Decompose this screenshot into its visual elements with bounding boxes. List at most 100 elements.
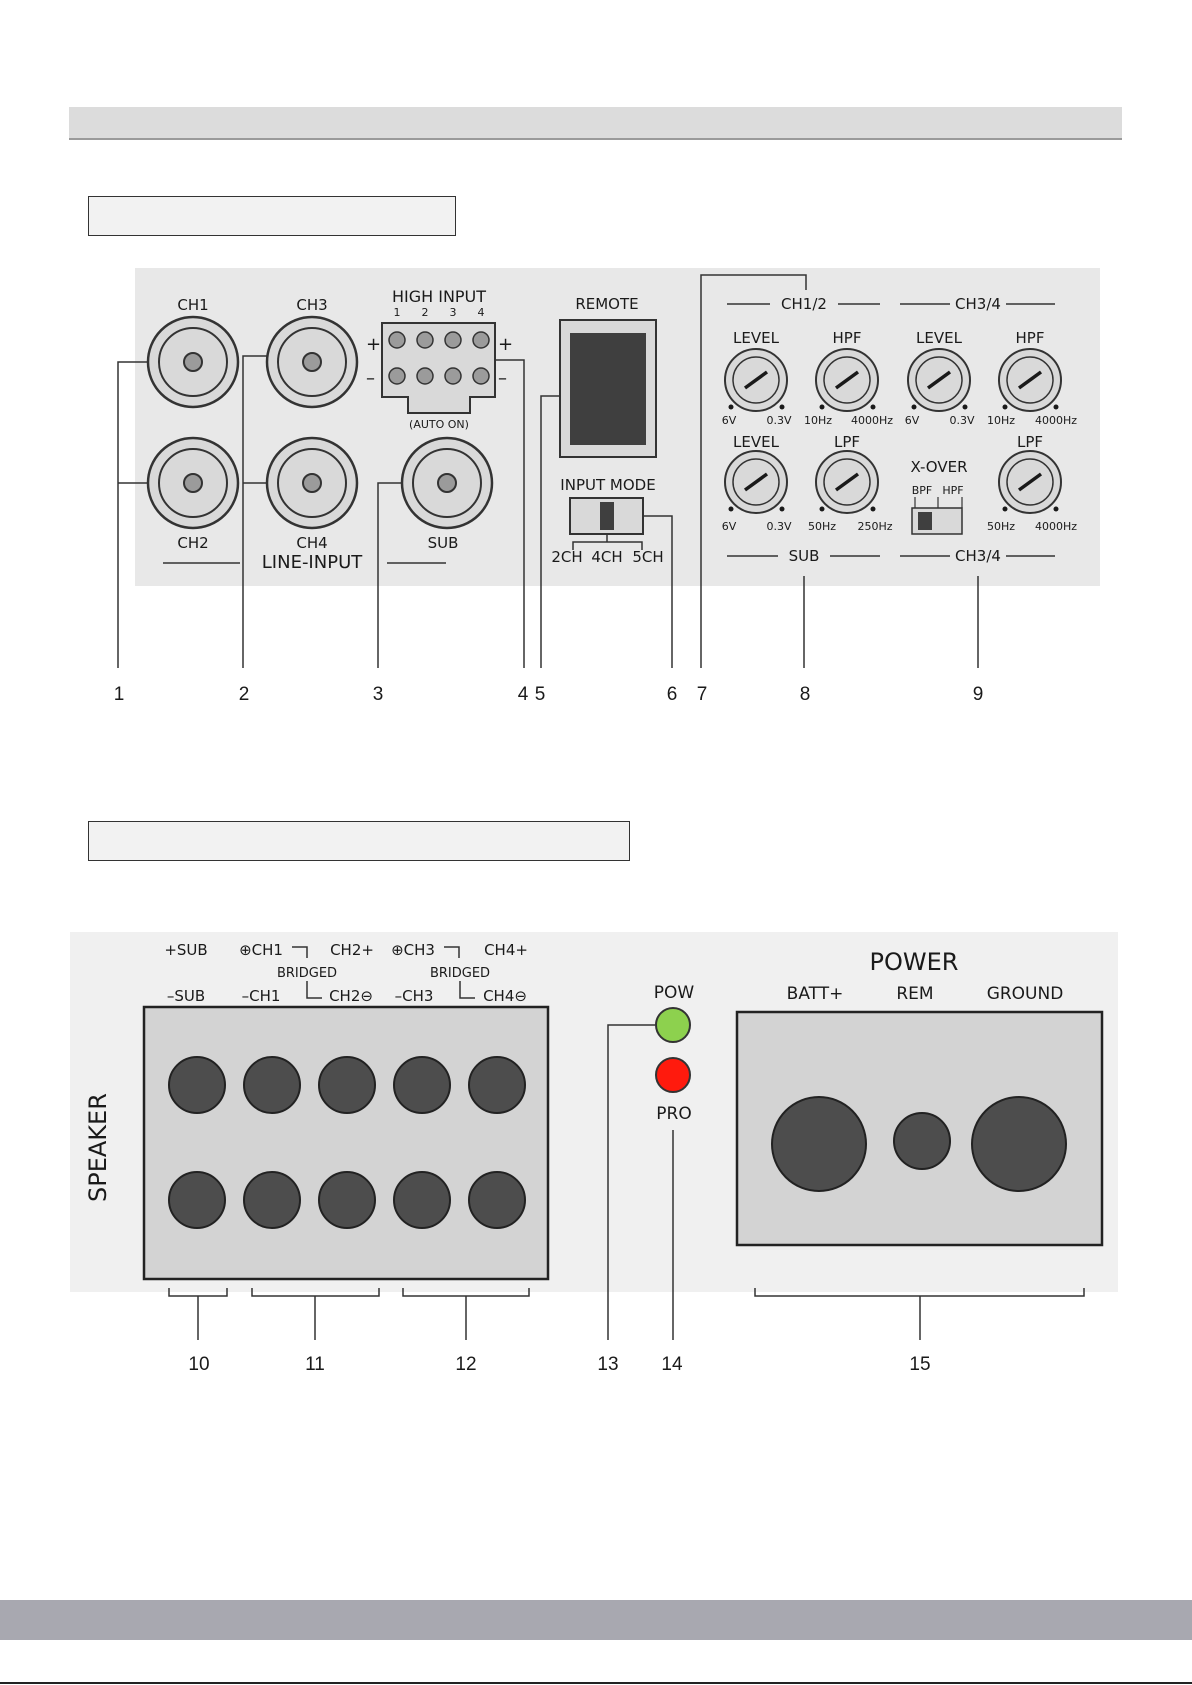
scale-03v: 0.3V [766, 414, 791, 427]
scale-10hz: 10Hz [987, 414, 1015, 427]
terminal-plus-ch3 [393, 1056, 451, 1114]
label-xover: X-OVER [910, 458, 967, 476]
rca-jack-ch2 [146, 436, 240, 530]
callout-9: 9 [973, 684, 984, 705]
label-sub-level: LEVEL [733, 433, 780, 451]
scale-50hz: 50Hz [808, 520, 836, 533]
scale-6v: 6V [722, 520, 737, 533]
label-high-input: HIGH INPUT [392, 287, 486, 306]
footer-bar [0, 1600, 1192, 1640]
scale-4000hz: 4000Hz [1035, 520, 1077, 533]
label-speaker: SPEAKER [84, 1093, 112, 1202]
terminal-minus-ch3 [393, 1171, 451, 1229]
scale-250hz: 250Hz [857, 520, 892, 533]
input-leader-lines [117, 274, 979, 668]
label-pow: POW [654, 983, 695, 1003]
label-minus-ch4: CH4⊖ [483, 987, 527, 1005]
high-input-plus-left: + [366, 334, 381, 355]
input-mode-option-5ch: 5CH [632, 548, 663, 566]
output-leader-lines [168, 1024, 1085, 1340]
callout-1: 1 [114, 684, 125, 705]
terminal-rem [893, 1112, 951, 1170]
output-panel-heading-box [88, 821, 630, 861]
scale-03v: 0.3V [766, 520, 791, 533]
label-plus-ch1: ⊕CH1 [239, 941, 283, 959]
input-panel: CH1 CH3 CH2 CH4 SUB LINE-INPUT HIGH INPU… [135, 268, 1100, 586]
callout-11: 11 [305, 1354, 325, 1375]
terminal-plus-ch2 [318, 1056, 376, 1114]
high-input-minus-left: – [366, 368, 375, 389]
scale-50hz: 50Hz [987, 520, 1015, 533]
group-label-sub: SUB [789, 547, 820, 565]
callout-2: 2 [239, 684, 250, 705]
label-sub-lpf: LPF [834, 433, 860, 451]
scale-4000hz: 4000Hz [1035, 414, 1077, 427]
label-ch1: CH1 [177, 296, 208, 314]
remote-port-socket [570, 333, 646, 445]
label-ch2: CH2 [177, 534, 208, 552]
label-minus-ch2: CH2⊖ [329, 987, 373, 1005]
rca-jack-ch1 [146, 315, 240, 409]
label-ch34-level: LEVEL [916, 329, 963, 347]
label-plus-ch3: ⊕CH3 [391, 941, 435, 959]
high-input-plus-right: + [498, 334, 513, 355]
label-ch12-hpf: HPF [833, 329, 862, 347]
group-label-ch34-bottom: CH3/4 [955, 547, 1001, 565]
callout-8: 8 [800, 684, 811, 705]
label-bridged-ch12: BRIDGED [277, 966, 337, 981]
input-panel-heading-box [88, 196, 456, 236]
label-minus-ch3: –CH3 [395, 987, 434, 1005]
label-bridged-ch34: BRIDGED [430, 966, 490, 981]
label-ch34-hpf: HPF [1016, 329, 1045, 347]
input-mode-option-4ch: 4CH [591, 548, 622, 566]
group-label-ch12: CH1/2 [781, 295, 827, 313]
knob-ch34-level [907, 348, 971, 412]
scale-03v: 0.3V [949, 414, 974, 427]
label-xover-bpf: BPF [912, 484, 933, 497]
led-pow [655, 1007, 691, 1043]
high-input-pin-1: 1 [394, 306, 401, 319]
terminal-plus-ch1 [243, 1056, 301, 1114]
terminal-minus-ch1 [243, 1171, 301, 1229]
terminal-batt [771, 1096, 867, 1192]
label-pro: PRO [656, 1104, 691, 1124]
label-ch3: CH3 [296, 296, 327, 314]
scale-4000hz: 4000Hz [851, 414, 893, 427]
label-ground: GROUND [987, 984, 1064, 1004]
label-batt: BATT+ [787, 984, 844, 1004]
knob-ch12-level [724, 348, 788, 412]
group-label-ch34-top: CH3/4 [955, 295, 1001, 313]
callout-10: 10 [188, 1354, 209, 1375]
knob-ch34-lpf [998, 450, 1062, 514]
xover-switch-slider [918, 512, 932, 530]
terminal-plus-ch4 [468, 1056, 526, 1114]
knob-ch12-hpf [815, 348, 879, 412]
callout-14: 14 [661, 1354, 683, 1375]
input-mode-switch-slider [600, 502, 614, 530]
terminal-plus-sub [168, 1056, 226, 1114]
callout-4: 4 [518, 684, 529, 705]
callout-5: 5 [535, 684, 546, 705]
scale-6v: 6V [722, 414, 737, 427]
label-remote: REMOTE [575, 295, 638, 313]
callout-3: 3 [373, 684, 384, 705]
high-input-pin-4: 4 [478, 306, 485, 319]
label-auto-on: (AUTO ON) [409, 418, 469, 431]
scale-10hz: 10Hz [804, 414, 832, 427]
label-ch34-lpf: LPF [1017, 433, 1043, 451]
label-ch12-level: LEVEL [733, 329, 780, 347]
high-input-minus-right: – [498, 368, 507, 389]
scale-6v: 6V [905, 414, 920, 427]
label-minus-ch1: –CH1 [242, 987, 281, 1005]
label-input-mode: INPUT MODE [560, 476, 655, 494]
rca-jack-ch4 [265, 436, 359, 530]
footer-line [0, 1682, 1192, 1684]
label-sub-rca: SUB [428, 534, 459, 552]
label-plus-ch2: CH2+ [330, 941, 374, 959]
label-ch4: CH4 [296, 534, 327, 552]
rca-jack-ch3 [265, 315, 359, 409]
callout-12: 12 [455, 1354, 476, 1375]
terminal-minus-ch2 [318, 1171, 376, 1229]
label-line-input: LINE-INPUT [262, 552, 363, 573]
